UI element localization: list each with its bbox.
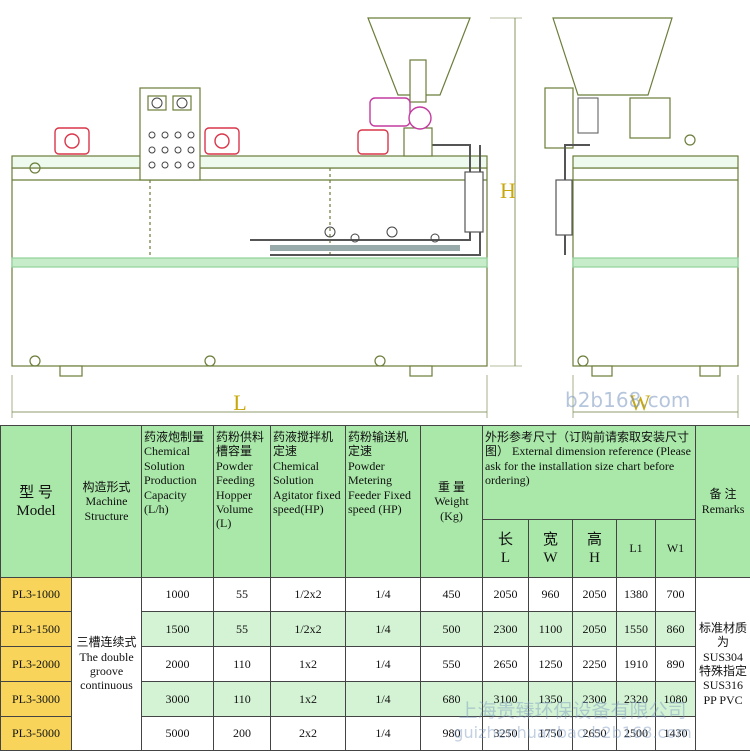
cell-dim-w: 1250 [529, 647, 573, 682]
cell-dim-h: 2050 [573, 578, 617, 612]
cell-dim-w1: 890 [656, 647, 696, 682]
cell-dim-w1: 1080 [656, 682, 696, 717]
header-dim-l: 长 L [483, 520, 529, 578]
cell-dim-l: 3100 [483, 682, 529, 717]
header-weight: 重 量 Weight (Kg) [421, 426, 483, 578]
cell-dim-w: 1100 [529, 612, 573, 647]
cell-model: PL3-3000 [1, 682, 72, 717]
cell-dim-w: 1750 [529, 717, 573, 751]
cell-dim-l: 3250 [483, 717, 529, 751]
cell-capacity: 1500 [142, 612, 214, 647]
cell-weight: 500 [421, 612, 483, 647]
header-dim-w: 宽 W [529, 520, 573, 578]
cell-dim-w1: 1430 [656, 717, 696, 751]
cell-dim-l1: 2320 [617, 682, 656, 717]
cell-dim-w: 960 [529, 578, 573, 612]
header-dim-l1: L1 [617, 520, 656, 578]
spec-table: 型 号 Model 构造形式 Machine Structure 药液炮制量 C… [0, 425, 750, 751]
cell-dim-h: 2300 [573, 682, 617, 717]
header-structure: 构造形式 Machine Structure [72, 426, 142, 578]
cell-dim-l: 2050 [483, 578, 529, 612]
cell-dim-l1: 1550 [617, 612, 656, 647]
cell-dim-l: 2650 [483, 647, 529, 682]
header-remarks: 备 注 Remarks [696, 426, 750, 578]
dim-label-h: H [500, 178, 516, 203]
cell-dim-h: 2650 [573, 717, 617, 751]
header-hopper: 药粉供料槽容量 Powder Feeding Hopper Volume (L) [214, 426, 271, 578]
header-model: 型 号 Model [1, 426, 72, 578]
front-tank-band [12, 258, 487, 267]
cell-agitator: 1/2x2 [271, 578, 346, 612]
cell-dim-h: 2250 [573, 647, 617, 682]
cell-feeder: 1/4 [346, 717, 421, 751]
cell-feeder: 1/4 [346, 682, 421, 717]
cell-hopper: 55 [214, 578, 271, 612]
header-dimension: 外形参考尺寸（订购前请索取安装尺寸图） External dimension r… [483, 426, 696, 520]
cell-model: PL3-2000 [1, 647, 72, 682]
cell-dim-l1: 2500 [617, 717, 656, 751]
cell-dim-w1: 860 [656, 612, 696, 647]
watermark-site: b2b168.com [565, 388, 690, 412]
cell-model: PL3-1500 [1, 612, 72, 647]
cell-dim-l: 2300 [483, 612, 529, 647]
cell-capacity: 1000 [142, 578, 214, 612]
cell-capacity: 3000 [142, 682, 214, 717]
feeder-motor [370, 98, 431, 129]
cell-hopper: 200 [214, 717, 271, 751]
cell-agitator: 2x2 [271, 717, 346, 751]
cell-dim-l1: 1380 [617, 578, 656, 612]
cell-weight: 980 [421, 717, 483, 751]
header-capacity: 药液炮制量 Chemical Solution Production Capac… [142, 426, 214, 578]
cell-hopper: 55 [214, 612, 271, 647]
cell-hopper: 110 [214, 682, 271, 717]
cell-remarks: 标准材质为SUS304特殊指定SUS316 PP PVC [696, 578, 750, 751]
dim-label-l: L [233, 390, 246, 415]
agitator-motors [55, 128, 388, 154]
cell-agitator: 1x2 [271, 647, 346, 682]
cell-dim-w: 1350 [529, 682, 573, 717]
cell-capacity: 5000 [142, 717, 214, 751]
cell-dim-h: 2050 [573, 612, 617, 647]
header-feeder: 药粉输送机定速 Powder Metering Feeder Fixed spe… [346, 426, 421, 578]
cell-hopper: 110 [214, 647, 271, 682]
cell-feeder: 1/4 [346, 612, 421, 647]
table-row: PL3-1000 三槽连续式 The double groove continu… [1, 578, 750, 612]
cell-model: PL3-1000 [1, 578, 72, 612]
header-dim-w1: W1 [656, 520, 696, 578]
cell-capacity: 2000 [142, 647, 214, 682]
cell-structure: 三槽连续式 The double groove continuous [72, 578, 142, 751]
side-hopper [553, 18, 672, 95]
header-agitator: 药液搅拌机定速 Chemical Solution Agitator fixed… [271, 426, 346, 578]
cell-feeder: 1/4 [346, 578, 421, 612]
equipment-drawing: L H W [0, 0, 750, 420]
header-dim-h: 高 H [573, 520, 617, 578]
cell-agitator: 1/2x2 [271, 612, 346, 647]
cell-dim-l1: 1910 [617, 647, 656, 682]
cell-agitator: 1x2 [271, 682, 346, 717]
cell-weight: 680 [421, 682, 483, 717]
cell-feeder: 1/4 [346, 647, 421, 682]
cell-dim-w1: 700 [656, 578, 696, 612]
cell-weight: 450 [421, 578, 483, 612]
cell-weight: 550 [421, 647, 483, 682]
cell-model: PL3-5000 [1, 717, 72, 751]
